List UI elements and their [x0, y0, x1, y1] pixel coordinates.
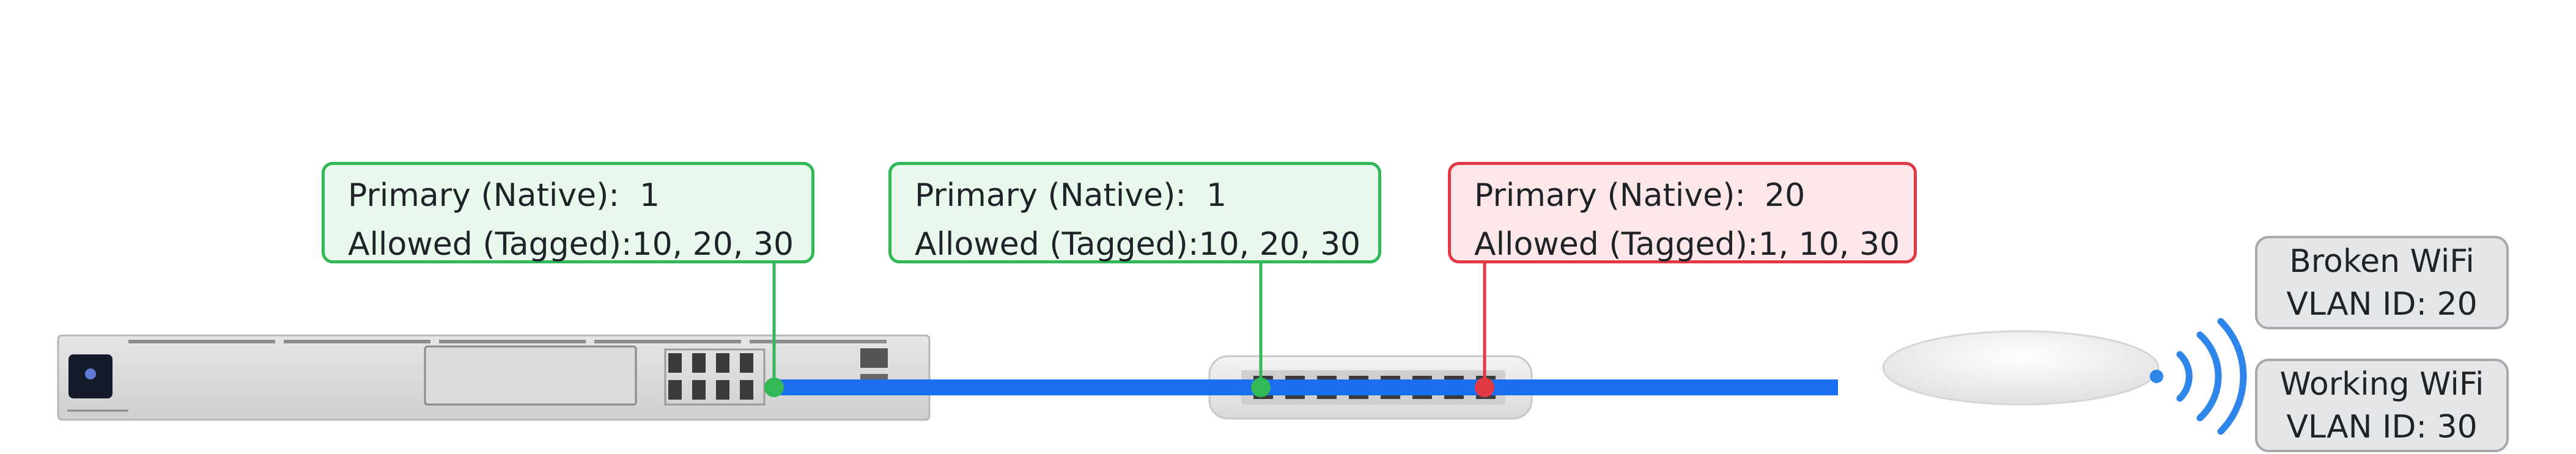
port-status-dot — [1251, 378, 1271, 397]
primary-native-label: Primary (Native): — [915, 177, 1186, 214]
ceiling-access-point-icon — [1882, 330, 2160, 406]
port-config-callout: Primary (Native): 1 Allowed (Tagged):10, … — [888, 162, 1381, 263]
primary-native-label: Primary (Native): — [1474, 177, 1746, 214]
ssid-name: Broken WiFi — [2289, 243, 2475, 280]
port-status-dot — [764, 378, 784, 397]
rack-router-icon — [57, 334, 931, 421]
port-status-dot — [1475, 378, 1494, 397]
allowed-tagged-value: 10, 20, 30 — [1198, 226, 1361, 263]
ssid-name: Working WiFi — [2279, 365, 2484, 403]
ssid-vlan: VLAN ID: 20 — [2286, 285, 2478, 323]
allowed-tagged-value: 10, 20, 30 — [632, 226, 794, 263]
primary-native-label: Primary (Native): — [348, 177, 619, 214]
primary-native-value: 1 — [640, 177, 660, 214]
primary-native-value: 20 — [1765, 177, 1806, 214]
primary-native-value: 1 — [1206, 177, 1227, 214]
port-config-callout: Primary (Native): 1 Allowed (Tagged):10, … — [322, 162, 814, 263]
wifi-signal-icon — [2150, 318, 2247, 435]
ssid-vlan: VLAN ID: 30 — [2286, 408, 2478, 445]
allowed-tagged-label: Allowed (Tagged): — [915, 226, 1199, 263]
ssid-box-broken: Broken WiFi VLAN ID: 20 — [2255, 236, 2509, 329]
ssid-box-working: Working WiFi VLAN ID: 30 — [2255, 359, 2509, 452]
allowed-tagged-value: 1, 10, 30 — [1758, 226, 1900, 263]
allowed-tagged-label: Allowed (Tagged): — [1474, 226, 1759, 263]
port-config-callout: Primary (Native): 20 Allowed (Tagged):1, … — [1448, 162, 1917, 263]
allowed-tagged-label: Allowed (Tagged): — [348, 226, 632, 263]
